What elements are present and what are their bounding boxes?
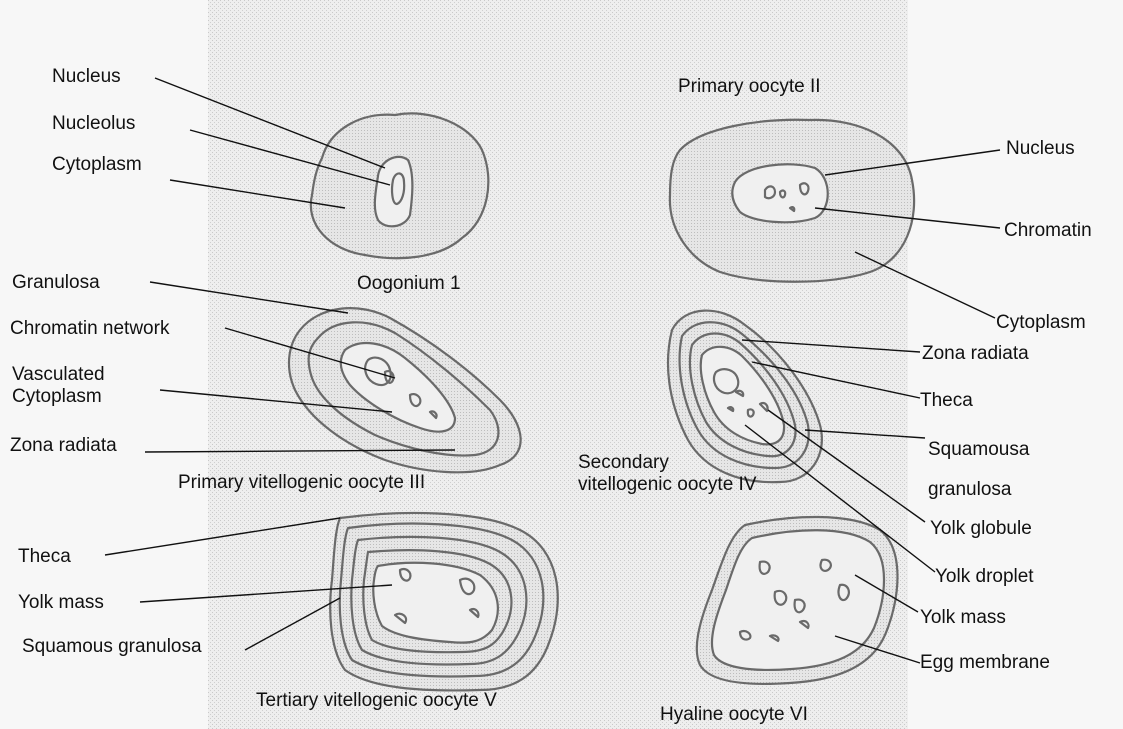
label-primary-oocyte-chromatin: Chromatin bbox=[1004, 220, 1092, 242]
title-hyaline-oocyte: Hyaline oocyte VI bbox=[660, 704, 808, 726]
label-yolk-droplet: Yolk droplet bbox=[935, 566, 1034, 588]
primary-oocyte-cell bbox=[670, 120, 914, 282]
title-tertiary-vitellogenic: Tertiary vitellogenic oocyte V bbox=[256, 690, 497, 712]
label-zona-radiata-iii: Zona radiata bbox=[10, 435, 117, 457]
title-primary-oocyte: Primary oocyte II bbox=[678, 76, 821, 98]
tertiary-vitellogenic-cell bbox=[330, 513, 558, 690]
label-oogonium-nucleolus: Nucleolus bbox=[52, 113, 135, 135]
label-primary-oocyte-nucleus: Nucleus bbox=[1006, 138, 1075, 160]
label-vasculated-cytoplasm: Vasculated Cytoplasm bbox=[12, 364, 152, 408]
label-yolk-globule: Yolk globule bbox=[930, 518, 1032, 540]
oogonium-cell bbox=[311, 113, 489, 258]
label-yolk-mass-v: Yolk mass bbox=[18, 592, 104, 614]
label-squamousa-granulosa: Squamousa granulosa bbox=[928, 430, 1068, 510]
title-oogonium: Oogonium 1 bbox=[357, 273, 461, 295]
label-chromatin-network: Chromatin network bbox=[10, 318, 169, 340]
label-granulosa: Granulosa bbox=[12, 272, 100, 294]
title-primary-vitellogenic: Primary vitellogenic oocyte III bbox=[178, 472, 425, 494]
label-primary-oocyte-cytoplasm: Cytoplasm bbox=[996, 312, 1086, 334]
label-yolk-mass-vi: Yolk mass bbox=[920, 607, 1006, 629]
label-squamous-granulosa: Squamous granulosa bbox=[22, 636, 202, 658]
title-secondary-vitellogenic: Secondary vitellogenic oocyte IV bbox=[578, 452, 768, 496]
label-theca-iv: Theca bbox=[920, 390, 973, 412]
label-oogonium-cytoplasm: Cytoplasm bbox=[52, 154, 142, 176]
label-theca-v: Theca bbox=[18, 546, 71, 568]
label-oogonium-nucleus: Nucleus bbox=[52, 66, 121, 88]
label-egg-membrane: Egg membrane bbox=[920, 652, 1050, 674]
label-zona-radiata-iv: Zona radiata bbox=[922, 343, 1029, 365]
